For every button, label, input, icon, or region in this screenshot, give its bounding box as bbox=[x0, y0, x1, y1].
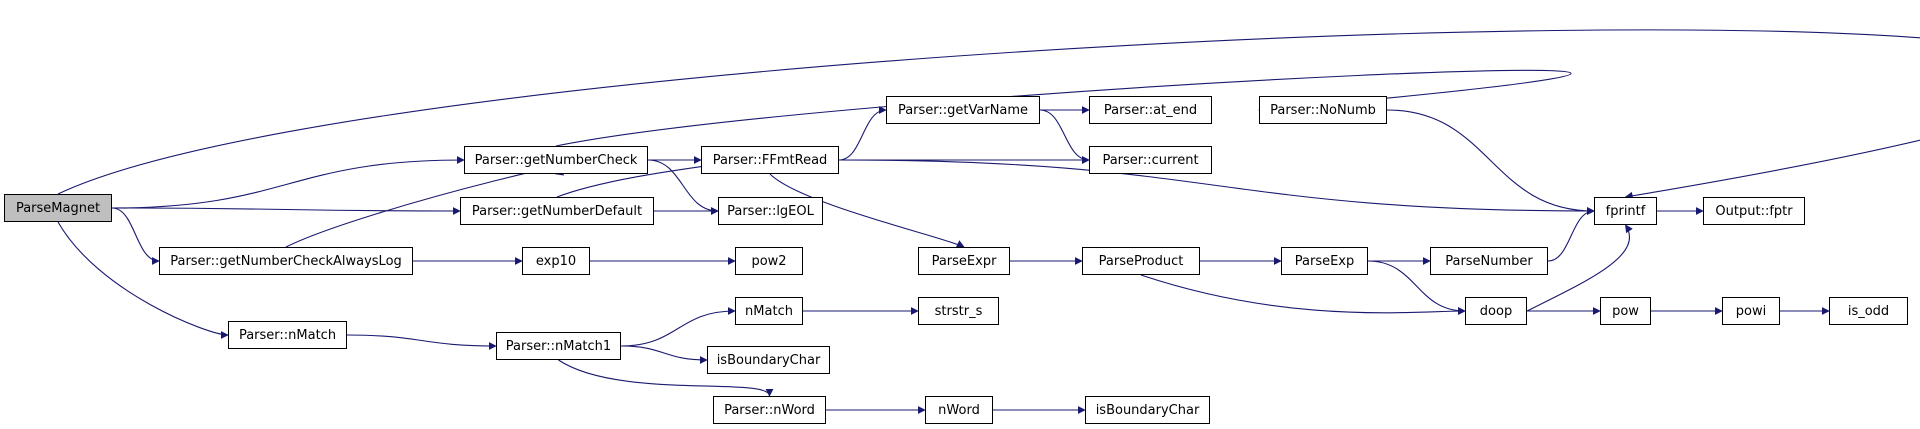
node-at-end[interactable]: Parser::at_end bbox=[1089, 96, 1212, 124]
edge-parse-magnet-to-get-number-default bbox=[111, 206, 461, 215]
edge-get-var-name-to-current bbox=[1039, 109, 1090, 164]
node-is-boundary-char-1[interactable]: isBoundaryChar bbox=[707, 346, 830, 374]
node-nmatch1[interactable]: Parser::nMatch1 bbox=[496, 332, 621, 360]
edge-parser-nmatch-to-nmatch1 bbox=[346, 334, 497, 350]
edge-doop-to-fprintf bbox=[1526, 224, 1633, 312]
node-ffmt-read[interactable]: Parser::FFmtRead bbox=[701, 146, 839, 174]
node-get-var-name[interactable]: Parser::getVarName bbox=[886, 96, 1040, 124]
edge-nmatch1-to-is-boundary-char-1 bbox=[620, 345, 708, 364]
node-strstr-s[interactable]: strstr_s bbox=[918, 297, 999, 325]
edge-nmatch1-to-nmatch-fn bbox=[620, 307, 736, 347]
node-current[interactable]: Parser::current bbox=[1089, 146, 1212, 174]
node-get-number-default[interactable]: Parser::getNumberDefault bbox=[460, 197, 654, 225]
node-parser-nword[interactable]: Parser::nWord bbox=[713, 396, 826, 424]
node-parse-product[interactable]: ParseProduct bbox=[1082, 247, 1200, 275]
edge-nmatch1-to-parser-nword bbox=[558, 359, 774, 397]
node-is-boundary-char-2[interactable]: isBoundaryChar bbox=[1085, 396, 1210, 424]
node-parser-nmatch[interactable]: Parser::nMatch bbox=[228, 321, 347, 349]
node-pow2[interactable]: pow2 bbox=[735, 247, 803, 275]
node-powi[interactable]: powi bbox=[1722, 297, 1780, 325]
node-is-odd[interactable]: is_odd bbox=[1829, 297, 1908, 325]
edge-parse-magnet-to-get-number-check bbox=[111, 156, 465, 209]
edge-ffmt-read-to-get-var-name bbox=[838, 106, 887, 161]
edge-parse-product-to-doop bbox=[1140, 274, 1466, 316]
node-pow[interactable]: pow bbox=[1600, 297, 1651, 325]
node-parse-magnet: ParseMagnet bbox=[4, 194, 112, 222]
edge-parse-magnet-to-parser-nmatch bbox=[57, 221, 229, 339]
node-doop[interactable]: doop bbox=[1465, 297, 1527, 325]
edge-ffmt-read-to-parse-expr bbox=[769, 173, 965, 248]
node-output-fptr[interactable]: Output::fptr bbox=[1703, 197, 1805, 225]
node-no-numb[interactable]: Parser::NoNumb bbox=[1259, 96, 1387, 124]
node-parse-number[interactable]: ParseNumber bbox=[1430, 247, 1548, 275]
edge-ffmt-read-to-fprintf bbox=[838, 159, 1595, 215]
node-get-number-check[interactable]: Parser::getNumberCheck bbox=[464, 146, 648, 174]
edge-parse-magnet-to-fprintf bbox=[57, 29, 1920, 200]
node-fprintf[interactable]: fprintf bbox=[1594, 197, 1657, 225]
edge-parse-magnet-to-get-number-check-always-log bbox=[111, 207, 160, 265]
edge-get-number-check-to-no-numb bbox=[555, 69, 1572, 147]
node-parse-exp[interactable]: ParseExp bbox=[1281, 247, 1368, 275]
node-nmatch-fn[interactable]: nMatch bbox=[735, 297, 803, 325]
edge-no-numb-to-fprintf bbox=[1386, 109, 1595, 215]
node-get-number-check-always-log[interactable]: Parser::getNumberCheckAlwaysLog bbox=[159, 247, 413, 275]
node-parse-expr[interactable]: ParseExpr bbox=[918, 247, 1010, 275]
node-lg-eol[interactable]: Parser::lgEOL bbox=[718, 197, 823, 225]
edge-get-number-check-to-lg-eol bbox=[647, 159, 719, 215]
edge-parse-number-to-fprintf bbox=[1547, 207, 1595, 262]
edge-parse-exp-to-doop bbox=[1367, 260, 1466, 315]
node-nword-fn[interactable]: nWord bbox=[925, 396, 993, 424]
node-exp10[interactable]: exp10 bbox=[522, 247, 590, 275]
